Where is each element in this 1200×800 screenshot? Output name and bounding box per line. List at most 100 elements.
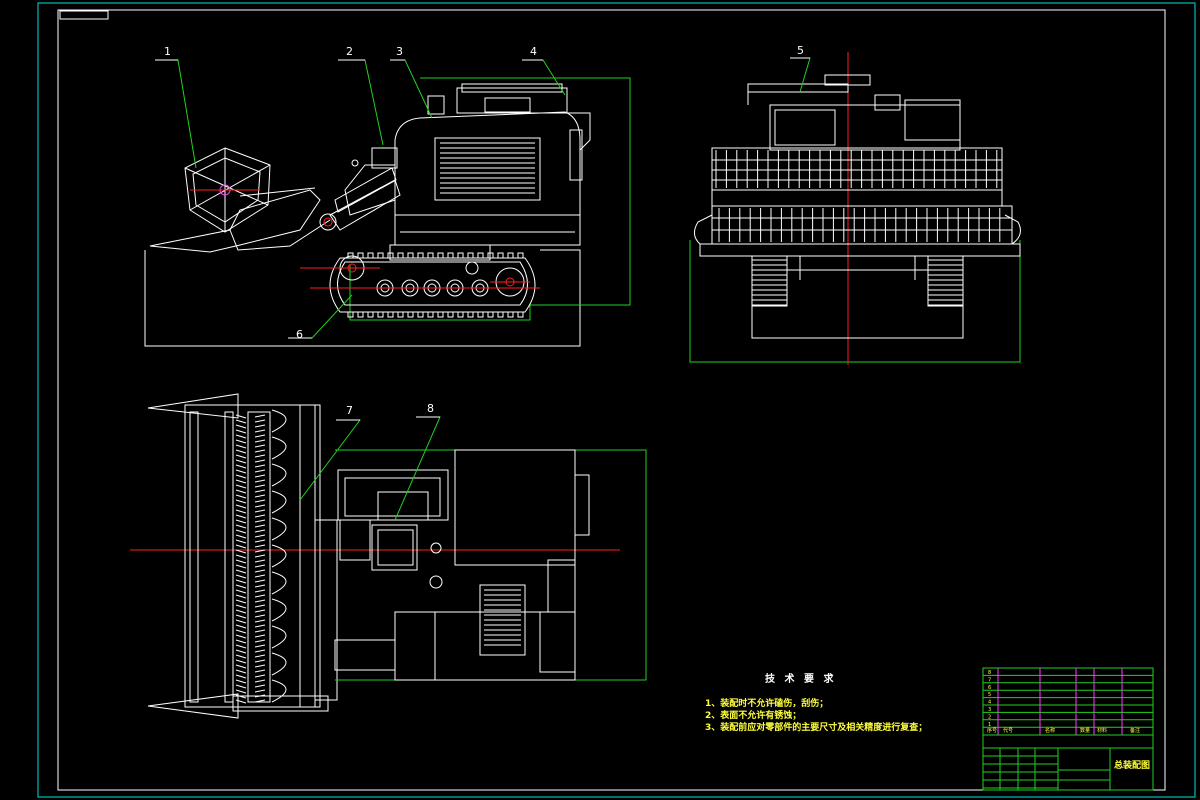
track-tooth — [387, 311, 394, 318]
track-tooth — [347, 252, 354, 259]
cutter-tooth — [235, 539, 247, 544]
cutter-tooth — [235, 644, 247, 649]
track-tooth — [487, 311, 494, 318]
cutter-tooth — [235, 564, 247, 569]
track-tooth — [407, 252, 414, 259]
track-tooth — [447, 252, 454, 259]
cutter-tooth — [254, 474, 266, 478]
bom-header-index: 序号 — [987, 727, 997, 734]
cutter-tooth — [254, 664, 266, 668]
cutter-tooth — [254, 424, 266, 428]
cutter-tooth — [235, 604, 247, 609]
bom-header-qty: 数量 — [1080, 727, 1090, 734]
track-tooth — [377, 252, 384, 259]
cutter-tooth — [254, 614, 266, 618]
cutter-tooth — [254, 564, 266, 568]
cutter-tooth — [254, 464, 266, 468]
cutter-tooth — [235, 689, 247, 694]
cutter-tooth — [254, 539, 266, 543]
cutter-tooth — [254, 479, 266, 483]
cutter-tooth — [235, 584, 247, 589]
cutter-tooth — [235, 449, 247, 454]
cutter-tooth — [235, 554, 247, 559]
carrier-roller — [465, 261, 479, 275]
cutter-tooth — [254, 429, 266, 433]
cutter-tooth — [254, 514, 266, 518]
cutter-tooth — [254, 484, 266, 488]
track-tooth — [427, 252, 434, 259]
crawler-track — [300, 252, 540, 318]
cutter-tooth — [254, 509, 266, 513]
cutter-tooth — [235, 609, 247, 614]
cutter-tooth — [235, 524, 247, 529]
cutter-tooth — [235, 499, 247, 504]
auger-flight — [271, 409, 287, 433]
cutter-tooth — [235, 549, 247, 554]
cutter-tooth — [235, 459, 247, 464]
tech-req-item-2: 2、表面不允许有锈蚀； — [705, 709, 801, 721]
track-tooth — [357, 252, 364, 259]
cutter-tooth — [254, 554, 266, 558]
auger-flight — [271, 544, 287, 568]
cutter-tooth — [254, 669, 266, 673]
auger-flight — [271, 571, 287, 595]
bom-header-name: 名称 — [1045, 727, 1055, 734]
cutter-tooth — [235, 669, 247, 674]
bom-header-remark: 备注 — [1130, 727, 1140, 734]
track-tooth — [477, 311, 484, 318]
track-tooth — [467, 311, 474, 318]
cutter-tooth — [235, 489, 247, 494]
drawing-name: 总装配图 — [1114, 759, 1150, 771]
track-tooth — [417, 311, 424, 318]
cutter-tooth — [235, 424, 247, 429]
cutter-tooth — [254, 499, 266, 503]
cutter-tooth — [235, 414, 247, 419]
bom-row-number: 4 — [988, 700, 991, 706]
track-tooth — [417, 252, 424, 259]
track-tooth — [507, 252, 514, 259]
cutter-tooth — [254, 574, 266, 578]
auger-flight — [271, 436, 287, 460]
part-number-5: 5 — [797, 44, 804, 57]
cutter-tooth — [254, 589, 266, 593]
top-leaders: 7 8 — [299, 402, 441, 521]
cutter-tooth — [235, 454, 247, 459]
cutter-tooth — [235, 484, 247, 489]
part-labels-side: 1 2 3 4 6 — [164, 45, 537, 341]
drawing-frame — [37, 2, 1196, 798]
track-tooth — [497, 311, 504, 318]
cutter-tooth — [254, 569, 266, 573]
tech-req-item-3: 3、装配前应对零部件的主要尺寸及相关精度进行复查； — [705, 721, 927, 733]
cutter-tooth — [254, 679, 266, 683]
front-reel — [711, 147, 1013, 245]
cutter-tooth — [254, 439, 266, 443]
cutter-tooth — [254, 494, 266, 498]
track-tooth — [457, 311, 464, 318]
side-leaders — [155, 59, 566, 339]
track-tooth — [397, 311, 404, 318]
cutter-tooth — [254, 434, 266, 438]
cutter-tooth — [235, 589, 247, 594]
cutter-tooth — [235, 654, 247, 659]
cutter-tooth — [254, 659, 266, 663]
cutter-tooth — [235, 529, 247, 534]
top-view — [130, 393, 647, 719]
track-tooth — [437, 311, 444, 318]
track-tooth — [367, 252, 374, 259]
cutter-tooth — [235, 574, 247, 579]
side-grille — [440, 142, 535, 194]
cutter-tooth — [235, 429, 247, 434]
part-number-6: 6 — [296, 328, 303, 341]
cutter-tooth — [254, 419, 266, 423]
front-view — [689, 52, 1021, 365]
auger-flight — [271, 517, 287, 541]
track-tooth — [517, 252, 524, 259]
track-tooth — [357, 311, 364, 318]
cutter-tooth — [254, 414, 266, 418]
cutter-tooth — [235, 614, 247, 619]
front-leader: 5 — [790, 44, 811, 93]
cutter-tooth — [235, 639, 247, 644]
track-tooth — [457, 252, 464, 259]
